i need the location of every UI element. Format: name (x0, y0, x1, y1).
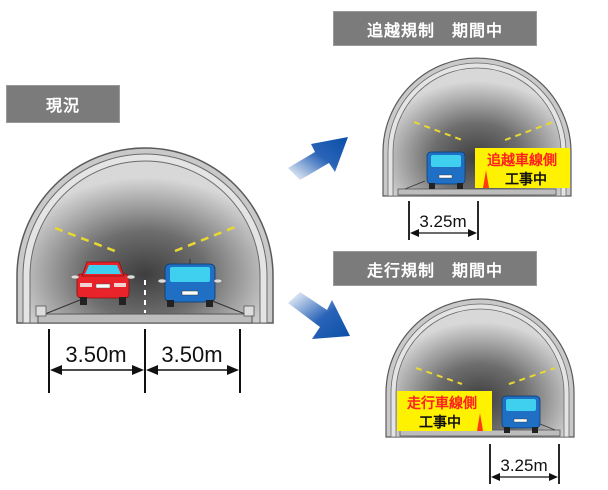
arrow-up-right-icon (288, 137, 348, 180)
label-driving-restriction-text: 走行規制 期間中 (366, 260, 503, 280)
light-line-right (174, 225, 236, 253)
sign-text-line2: 工事中 (419, 414, 461, 431)
blue-car-icon (426, 151, 466, 189)
sign-text-line1: 走行車線側 (407, 395, 477, 412)
blue-car-icon (157, 259, 223, 307)
driving-restriction-tunnel: 走行車線側 工事中 (385, 298, 575, 484)
lane-width-dimension (48, 329, 241, 393)
label-current-text: 現況 (45, 96, 80, 115)
label-passing-restriction: 追越規制 期間中 (333, 11, 537, 46)
sign-text-line1: 追越車線側 (487, 152, 557, 169)
lane-width-left-label: 3.50m (65, 342, 126, 367)
traffic-cone-icon (483, 170, 489, 188)
red-car-icon (70, 261, 136, 305)
blue-car-icon (501, 395, 541, 433)
driving-lane-width-label: 3.25m (500, 456, 547, 475)
passing-lane-width-label: 3.25m (419, 212, 466, 231)
lane-width-right-label: 3.50m (161, 342, 222, 367)
label-driving-restriction: 走行規制 期間中 (333, 251, 537, 286)
label-passing-restriction-text: 追越規制 期間中 (366, 20, 503, 40)
current-tunnel (16, 147, 274, 393)
passing-restriction-tunnel: 追越車線側 工事中 (382, 57, 572, 240)
construction-sign: 追越車線側 工事中 (475, 148, 570, 188)
traffic-cone-icon (477, 413, 483, 431)
arrow-down-right-icon (288, 292, 350, 339)
construction-sign: 走行車線側 工事中 (397, 391, 492, 431)
lane-width-dimension (489, 444, 560, 484)
sign-text-line2: 工事中 (505, 171, 547, 188)
lane-width-dimension (408, 201, 479, 240)
label-current: 現況 (6, 85, 120, 123)
light-line-left (54, 226, 116, 253)
